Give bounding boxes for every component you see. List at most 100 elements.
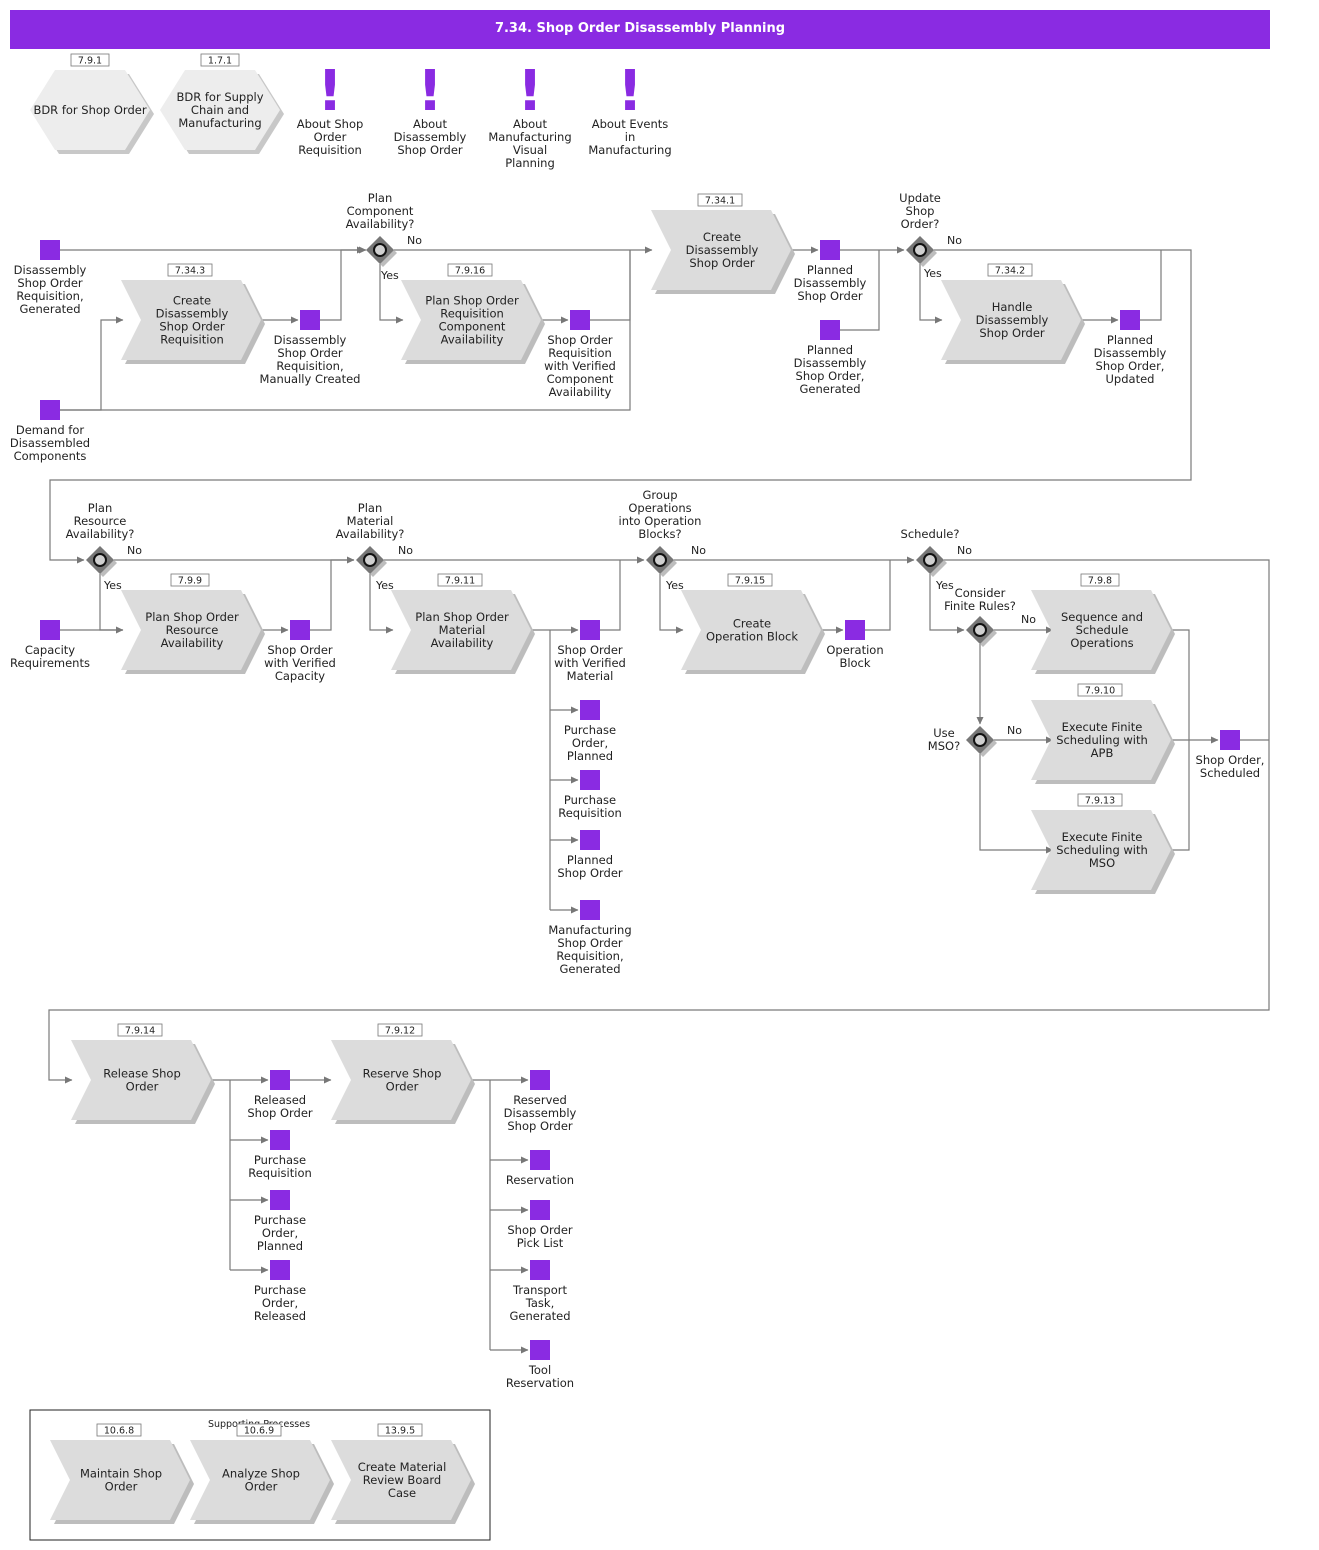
process-label: Handle — [992, 300, 1033, 314]
process-label: Create Material — [358, 1460, 447, 1474]
reference-number: 7.34.1 — [705, 196, 735, 207]
event-label: Requisition — [558, 806, 622, 820]
event-label: Planned — [807, 343, 853, 357]
reference-tag — [987, 263, 1033, 277]
reference-number: 7.9.14 — [125, 1026, 155, 1037]
event-label: Shop Order, — [1096, 359, 1165, 373]
process-label: Availability — [441, 333, 504, 347]
reference-number: 7.34.2 — [995, 266, 1025, 277]
gateway-circle-icon — [923, 553, 937, 567]
event-label: Shop Order — [277, 346, 343, 360]
process-chevron — [331, 1440, 471, 1520]
reference-number: 7.9.16 — [455, 266, 485, 277]
process-chevron — [401, 280, 541, 360]
process-chevron — [681, 590, 821, 670]
process-p7916[interactable]: Plan Shop OrderRequisitionComponentAvail… — [401, 263, 545, 364]
gateway-label: Schedule? — [901, 527, 960, 541]
gateway-label: Resource — [74, 514, 127, 528]
title-bar — [10, 10, 1270, 49]
gateway-label: Order? — [901, 217, 940, 231]
event-e16[interactable]: Shop Order,Scheduled — [1196, 730, 1265, 780]
event-square — [270, 1130, 290, 1150]
link-label: Chain and — [191, 103, 249, 117]
process-chevron — [1031, 590, 1171, 670]
process-chevron — [190, 1440, 330, 1520]
gateway-label: Availability? — [346, 217, 415, 231]
event-label: Shop Order — [17, 276, 83, 290]
reference-tag — [96, 1423, 142, 1437]
process-label: Requisition — [160, 333, 224, 347]
note-label: Manufacturing — [488, 130, 571, 144]
note-label: in — [625, 130, 635, 144]
event-label: Planned — [257, 1239, 303, 1253]
event-label: Order, — [262, 1226, 298, 1240]
reference-tag — [200, 53, 240, 67]
gateway-circle-icon — [363, 553, 377, 567]
event-label: Purchase — [564, 793, 616, 807]
event-square — [530, 1070, 550, 1090]
process-label: Shop Order — [159, 320, 225, 334]
process-p7911[interactable]: Plan Shop OrderMaterialAvailability7.9.1… — [391, 573, 535, 674]
process-label: Order — [245, 1480, 278, 1494]
event-square — [580, 700, 600, 720]
event-label: Material — [567, 669, 614, 683]
gateway-circle-icon — [373, 243, 387, 257]
event-label: Reservation — [506, 1173, 574, 1187]
process-label: Operation Block — [706, 630, 798, 644]
note-label: About Shop — [297, 117, 364, 131]
event-e22[interactable]: Reservation — [506, 1150, 574, 1187]
gateway-g6[interactable]: Schedule? — [901, 527, 960, 577]
gateway-circle-icon — [913, 243, 927, 257]
